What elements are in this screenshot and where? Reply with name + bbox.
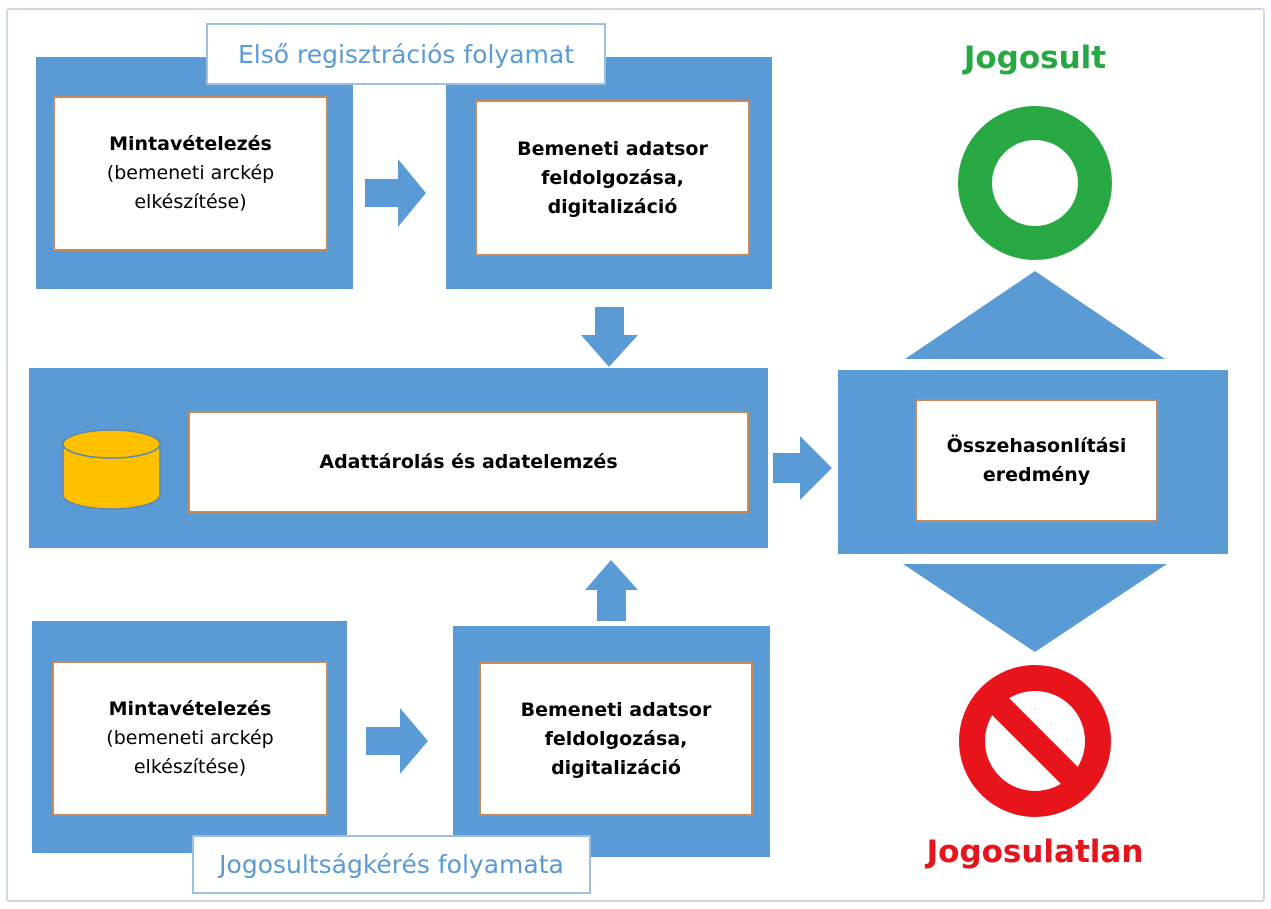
- authorization-request-label: Jogosultságkérés folyamata: [192, 835, 591, 894]
- bottom-processing-line2: feldolgozása,: [544, 727, 688, 750]
- arrow-down-to-storage: [581, 307, 638, 367]
- bottom-processing-line3: digitalizáció: [551, 756, 681, 779]
- top-sampling-box: Mintavételezés (bemeneti arckép elkészít…: [53, 96, 328, 251]
- comparison-down-triangle: [903, 564, 1167, 652]
- comparison-box: Összehasonlítási eredmény: [915, 399, 1158, 522]
- arrow-right-to-comparison: [773, 436, 832, 500]
- arrow-right-bottom: [366, 708, 428, 774]
- top-processing-line3: digitalizáció: [547, 195, 678, 218]
- bottom-sampling-line3: elkészítése): [133, 756, 247, 778]
- storage-box: Adattárolás és adatelemzés: [188, 411, 749, 513]
- arrow-up-to-storage: [585, 560, 638, 621]
- top-sampling-line2: (bemeneti arckép: [106, 162, 275, 184]
- unauthorized-label: Jogosulatlan: [926, 834, 1144, 870]
- authorization-request-text: Jogosultságkérés folyamata: [219, 850, 564, 879]
- authorized-label: Jogosult: [963, 40, 1107, 76]
- top-processing-line1: Bemeneti adatsor: [517, 137, 708, 160]
- bottom-sampling-title: Mintavételezés: [108, 698, 272, 720]
- storage-label: Adattárolás és adatelemzés: [319, 450, 618, 473]
- bottom-processing-box: Bemeneti adatsor feldolgozása, digitaliz…: [479, 662, 753, 816]
- top-sampling-title: Mintavételezés: [109, 133, 272, 155]
- comparison-up-triangle: [905, 271, 1165, 359]
- bottom-sampling-line2: (bemeneti arckép: [106, 727, 274, 749]
- comparison-line1: Összehasonlítási: [946, 434, 1127, 457]
- first-registration-text: Első regisztrációs folyamat: [237, 39, 575, 69]
- arrow-right-top: [365, 159, 426, 227]
- bottom-processing-line1: Bemeneti adatsor: [520, 698, 712, 721]
- prohibited-icon: [959, 665, 1111, 817]
- diagram-frame: [6, 8, 1265, 902]
- top-processing-line2: feldolgozása,: [541, 166, 684, 189]
- top-processing-box: Bemeneti adatsor feldolgozása, digitaliz…: [475, 100, 750, 256]
- authorized-ring-icon: [958, 106, 1112, 260]
- top-sampling-line3: elkészítése): [134, 191, 247, 213]
- database-icon: [62, 429, 161, 510]
- comparison-line2: eredmény: [982, 463, 1091, 486]
- bottom-sampling-box: Mintavételezés (bemeneti arckép elkészít…: [52, 661, 328, 816]
- first-registration-label: Első regisztrációs folyamat: [206, 23, 606, 85]
